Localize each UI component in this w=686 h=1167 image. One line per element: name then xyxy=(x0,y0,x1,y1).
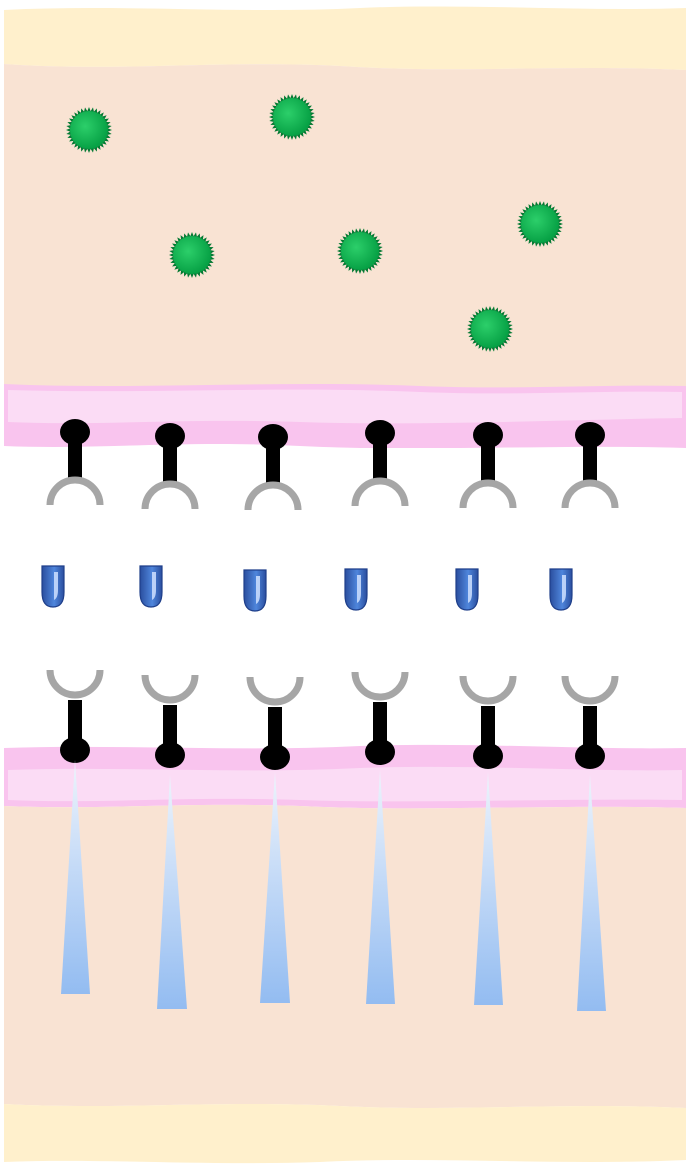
receptor-cup xyxy=(141,480,199,510)
ligand-core xyxy=(521,205,559,243)
lollipop-receptor-icon xyxy=(351,671,409,765)
receptor-head xyxy=(155,742,185,768)
receptor-cup xyxy=(46,669,104,699)
vesicle-highlight xyxy=(468,575,472,603)
lollipop-receptor-icon xyxy=(141,423,199,510)
spiky-green-ball-icon xyxy=(517,201,563,247)
lower-membrane-inner xyxy=(8,766,682,802)
vesicle-body xyxy=(344,568,368,611)
blue-shield-vesicle-icon xyxy=(41,565,65,608)
vesicle-body xyxy=(41,565,65,608)
lollipop-receptor-icon xyxy=(561,675,619,769)
blue-shield-vesicle-icon xyxy=(139,565,163,608)
presynaptic-cell xyxy=(4,64,686,392)
receptor-cup xyxy=(351,477,409,507)
tapered-signal-cone-icon xyxy=(474,772,503,1005)
receptor-cup xyxy=(561,479,619,509)
lollipop-receptor-icon xyxy=(246,676,304,770)
receptor-head xyxy=(365,739,395,765)
receptor-cup xyxy=(46,476,104,506)
ligand-core xyxy=(173,236,211,274)
upper-membrane-inner xyxy=(8,389,682,424)
receptor-cup xyxy=(459,479,517,509)
lollipop-receptor-icon xyxy=(459,675,517,769)
receptor-cup xyxy=(246,676,304,706)
postsynaptic-receptor-group xyxy=(46,669,619,770)
receptor-head xyxy=(473,422,503,448)
tapered-signal-cone-icon xyxy=(260,772,290,1003)
vesicle-highlight xyxy=(54,572,58,600)
blue-shield-vesicle-icon xyxy=(455,568,479,611)
receptor-head xyxy=(575,422,605,448)
ligand-core xyxy=(471,310,509,348)
vesicle-highlight xyxy=(562,575,566,603)
receptor-head xyxy=(60,419,90,445)
receptor-head xyxy=(258,424,288,450)
receptor-head xyxy=(473,743,503,769)
receptor-head xyxy=(575,743,605,769)
receptor-cup xyxy=(141,674,199,704)
signal-cone-group xyxy=(61,760,606,1011)
tapered-signal-cone-icon xyxy=(157,775,187,1009)
vesicle-highlight xyxy=(256,576,260,604)
vesicle-body xyxy=(139,565,163,608)
receptor-cup xyxy=(351,671,409,701)
blue-shield-vesicle-icon xyxy=(243,569,267,612)
receptor-head xyxy=(60,737,90,763)
lollipop-receptor-icon xyxy=(244,424,302,511)
ligand-core xyxy=(273,98,311,136)
vesicle-body xyxy=(549,568,573,611)
outer-band-bottom xyxy=(4,1104,686,1164)
tapered-signal-cone-icon xyxy=(577,775,606,1011)
tapered-signal-cone-icon xyxy=(366,770,395,1004)
receptor-cup xyxy=(561,675,619,705)
receptor-head xyxy=(260,744,290,770)
spiky-green-ball-icon xyxy=(337,228,383,274)
vesicle-highlight xyxy=(152,572,156,600)
receptor-cup xyxy=(459,675,517,705)
lollipop-receptor-icon xyxy=(351,420,409,507)
spiky-green-ball-icon xyxy=(66,107,112,153)
spiky-green-ball-icon xyxy=(467,306,513,352)
spiky-green-ball-icon xyxy=(269,94,315,140)
lollipop-receptor-icon xyxy=(141,674,199,768)
lollipop-receptor-icon xyxy=(46,669,104,763)
lollipop-receptor-icon xyxy=(561,422,619,509)
vesicle-body xyxy=(455,568,479,611)
blue-shield-vesicle-icon xyxy=(549,568,573,611)
spiky-green-ball-icon xyxy=(169,232,215,278)
ligand-core xyxy=(70,111,108,149)
tapered-signal-cone-icon xyxy=(61,760,90,994)
outer-band-top xyxy=(4,6,686,70)
lollipop-receptor-icon xyxy=(46,419,104,506)
lollipop-receptor-icon xyxy=(459,422,517,509)
vesicle-body xyxy=(243,569,267,612)
vesicle-highlight xyxy=(357,575,361,603)
ligand-core xyxy=(341,232,379,270)
receptor-head xyxy=(155,423,185,449)
vesicle-group xyxy=(41,565,573,612)
receptor-cup xyxy=(244,481,302,511)
presynaptic-receptor-group xyxy=(46,419,619,511)
receptor-head xyxy=(365,420,395,446)
ligand-group xyxy=(66,94,563,352)
blue-shield-vesicle-icon xyxy=(344,568,368,611)
